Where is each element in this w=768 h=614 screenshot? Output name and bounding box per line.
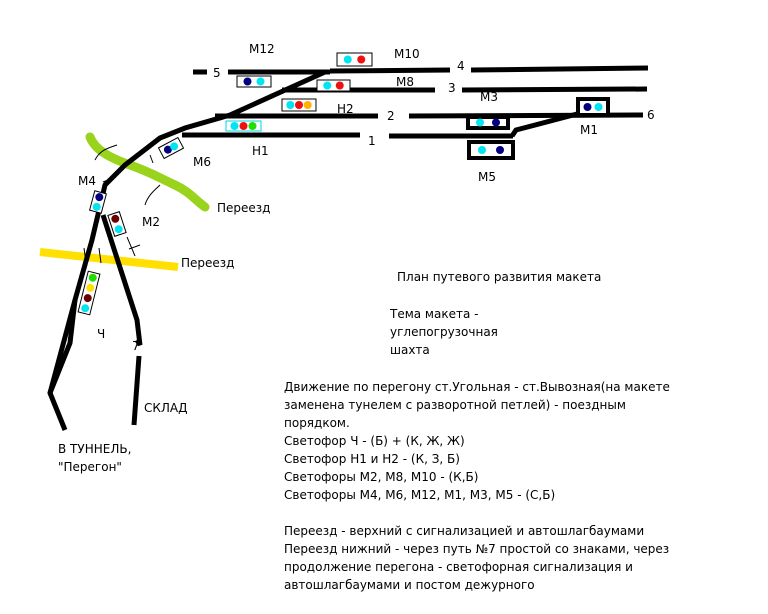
signal-housing bbox=[576, 97, 610, 117]
signal-lamp-cyan bbox=[114, 225, 123, 234]
track-4-left bbox=[329, 67, 451, 74]
signal-housing bbox=[77, 270, 101, 316]
signal-lamp-darkblue bbox=[95, 193, 104, 202]
signal-lamp-cyan bbox=[256, 77, 265, 86]
signal-lamp-maroon bbox=[111, 214, 120, 223]
track-label-2: 2 bbox=[387, 109, 395, 123]
signal-lamp-cyan bbox=[286, 101, 295, 109]
signal-lamp-cyan bbox=[343, 55, 352, 64]
signal-lamp-green bbox=[248, 122, 257, 130]
signal-lamp-cyan bbox=[323, 81, 332, 90]
signal-m3 bbox=[466, 115, 510, 130]
signal-housing bbox=[236, 75, 272, 88]
signal-m2 bbox=[107, 211, 127, 237]
signal-n2 bbox=[281, 98, 317, 112]
signal-lamp-red bbox=[295, 101, 303, 109]
plan-title: План путевого развития макета bbox=[397, 270, 602, 284]
signal-lamp-cyan bbox=[594, 103, 603, 111]
signal-lamp-darkblue bbox=[496, 146, 504, 154]
track-3-right bbox=[461, 86, 648, 93]
signal-lamp-red bbox=[239, 122, 248, 130]
signal-m5 bbox=[467, 140, 515, 160]
upper-crossing-road bbox=[85, 132, 210, 212]
theme-note: Тема макета - углепогрузочная шахта bbox=[390, 307, 498, 357]
signal-lamp-cyan bbox=[81, 304, 90, 313]
track-label-4: 4 bbox=[457, 59, 465, 73]
signal-housing bbox=[466, 115, 510, 130]
signal-lamp-cyan bbox=[92, 202, 101, 211]
track-label-1: 1 bbox=[368, 134, 376, 148]
rules-note: Движение по перегону ст.Угольная - ст.Вы… bbox=[284, 380, 670, 502]
signal-lamp-red bbox=[335, 81, 344, 90]
signal-housing bbox=[467, 140, 515, 160]
signal-lamp-maroon bbox=[83, 294, 92, 303]
tracks bbox=[47, 65, 649, 431]
track-7 bbox=[131, 355, 142, 426]
signal-m12 bbox=[236, 75, 272, 88]
signal-label-m3: М3 bbox=[480, 90, 498, 104]
track-4-right bbox=[470, 65, 649, 73]
signal-lamp-darkblue bbox=[243, 77, 252, 86]
track-label-5: 5 bbox=[213, 66, 221, 80]
signal-lamp-darkblue bbox=[492, 118, 500, 127]
signal-label-m2: М2 bbox=[142, 215, 160, 229]
signal-label-m6: М6 bbox=[193, 155, 211, 169]
crossing-lower-label: Переезд bbox=[181, 256, 234, 270]
signal-lamp-red bbox=[357, 55, 366, 64]
signal-m6 bbox=[157, 136, 185, 160]
signal-ch bbox=[77, 270, 101, 316]
signal-m10 bbox=[336, 52, 373, 67]
signal-m4 bbox=[89, 190, 107, 214]
signal-label-n2: Н2 bbox=[337, 102, 354, 116]
signal-label-ch: Ч bbox=[97, 327, 105, 341]
track-label-3: 3 bbox=[448, 81, 456, 95]
lower-crossing-road bbox=[39, 248, 179, 271]
sklad-label: СКЛАД bbox=[144, 401, 188, 415]
signal-n1 bbox=[225, 120, 262, 132]
signal-m1 bbox=[576, 97, 610, 117]
signal-label-m5: М5 bbox=[478, 170, 496, 184]
tunnel-label: В ТУННЕЛЬ, "Перегон" bbox=[58, 442, 132, 474]
track-connector-1-6 bbox=[509, 111, 578, 138]
signal-lamp-cyan bbox=[476, 118, 484, 127]
signal-label-m8: М8 bbox=[396, 75, 414, 89]
signal-lamp-cyan bbox=[170, 142, 179, 151]
signal-housing bbox=[316, 79, 351, 92]
track-tunnel-tail bbox=[47, 299, 78, 431]
crossing-marks bbox=[83, 144, 161, 264]
signal-m8 bbox=[316, 79, 351, 92]
signal-label-m4: М4 bbox=[78, 174, 96, 188]
crossings-note: Переезд - верхний с сигнализацией и авто… bbox=[284, 524, 670, 592]
signal-lamp-yellow bbox=[86, 283, 95, 292]
signal-label-m1: М1 bbox=[580, 123, 598, 137]
signal-lamp-green bbox=[88, 273, 97, 282]
signal-housing bbox=[336, 52, 373, 67]
signal-lamp-cyan bbox=[478, 146, 486, 154]
track-label-6: 6 bbox=[647, 108, 655, 122]
crossing-upper-label: Переезд bbox=[217, 201, 270, 215]
signal-label-n1: Н1 bbox=[252, 144, 269, 158]
track-label-7: 7 bbox=[132, 339, 140, 353]
signal-lamp-darkblue bbox=[163, 145, 172, 154]
signal-lamp-cyan bbox=[230, 122, 239, 130]
track-main-throat bbox=[47, 69, 327, 394]
signal-lamp-darkblue bbox=[583, 103, 592, 111]
track-branch-7 bbox=[100, 214, 143, 347]
signal-lamp-orange bbox=[303, 101, 312, 109]
signal-label-m12: М12 bbox=[249, 42, 275, 56]
signal-label-m10: М10 bbox=[394, 47, 420, 61]
